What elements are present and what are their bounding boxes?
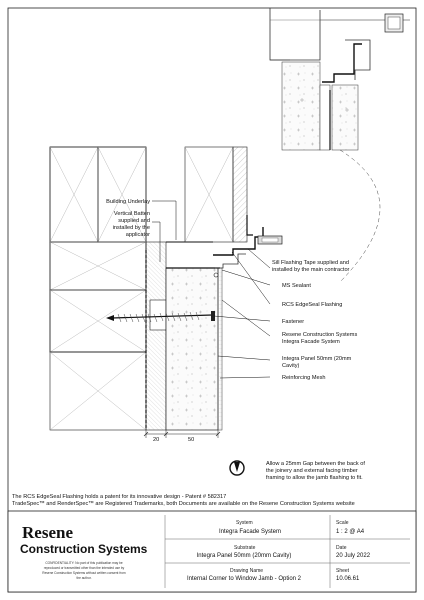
- cavity-and-batten: [145, 241, 167, 431]
- detail-inset: [269, 8, 410, 283]
- scale-value: 1 : 2 @ A4: [336, 529, 365, 535]
- gap-note-line-2: the joinery and external facing timber: [266, 468, 358, 474]
- resene-logo: Resene Construction Systems: [20, 523, 148, 556]
- title-block: Resene Construction Systems CONFIDENTIAL…: [7, 510, 417, 593]
- callout-ms-sealant: MS Sealant: [282, 283, 311, 289]
- gap-note-line-3: framing to allow the jamb flashing to fi…: [266, 475, 363, 481]
- sheet-label: Sheet: [336, 568, 350, 574]
- gap-note-line-1: Allow a 25mm Gap between the back of: [266, 461, 365, 467]
- callout-vertical-batten-2: supplied and: [118, 218, 150, 224]
- scale-label: Scale: [336, 520, 349, 526]
- callout-sill-tape-1: Sill Flashing Tape supplied and: [272, 260, 349, 266]
- fastener-screw: [106, 311, 215, 323]
- callout-building-underlay: Building Underlay: [106, 199, 150, 205]
- confidentiality-2: reproduced or transmitted other than the…: [44, 566, 125, 570]
- callout-fastener: Fastener: [282, 319, 304, 325]
- system-value: Integra Facade System: [219, 529, 281, 535]
- date-value: 20 July 2022: [336, 553, 371, 559]
- brand-tagline: Construction Systems: [20, 542, 148, 556]
- system-label: System: [236, 520, 253, 526]
- callout-integra-panel-1: Integra Panel 50mm (20mm: [282, 356, 352, 362]
- gap-note: Allow a 25mm Gap between the back of the…: [229, 460, 365, 481]
- right-callouts: Sill Flashing Tape supplied and installe…: [272, 260, 357, 381]
- callout-vertical-batten-3: installed by the: [113, 225, 150, 231]
- brand-name: Resene: [22, 523, 73, 542]
- leader-lines: [152, 200, 271, 379]
- substrate-value: Integra Panel 50mm (20mm Cavity): [197, 553, 292, 559]
- date-label: Date: [336, 545, 347, 551]
- integra-panel: [165, 267, 223, 431]
- callout-edgeseal: RCS EdgeSeal Flashing: [282, 302, 342, 308]
- callout-vertical-batten-1: Vertical Batten: [114, 211, 150, 217]
- substrate-label: Substrate: [234, 545, 256, 551]
- callout-integra-system-1: Resene Construction Systems: [282, 332, 357, 338]
- inset-boundary: [269, 8, 321, 61]
- drawing-name-label: Drawing Name: [230, 568, 263, 574]
- dim-panel: 50: [188, 437, 194, 443]
- callout-integra-system-2: Integra Facade System: [282, 339, 340, 345]
- callout-vertical-batten-4: applicator: [126, 232, 150, 238]
- inset-callout-arc: [339, 149, 381, 283]
- confidentiality-3: Resene Construction Systems without writ…: [42, 571, 126, 575]
- left-callouts: Building Underlay Vertical Batten suppli…: [106, 199, 150, 238]
- dim-cavity: 20: [153, 437, 159, 443]
- callout-reinforcing-mesh: Reinforcing Mesh: [282, 375, 326, 381]
- sheet-value: 10.06.61: [336, 576, 360, 582]
- footnote-trademarks: TradeSpec™ and RenderSpec™ are Registere…: [12, 501, 355, 507]
- callout-integra-panel-2: Cavity): [282, 363, 300, 369]
- drawing-name-value: Internal Corner to Window Jamb - Option …: [187, 576, 302, 582]
- footnote-patent: The RCS EdgeSeal Flashing holds a patent…: [12, 494, 226, 500]
- confidentiality-4: the author.: [76, 576, 91, 580]
- callout-sill-tape-2: installed by the main contractor: [272, 267, 350, 273]
- window-jamb-assembly: [166, 215, 283, 278]
- confidentiality-1: CONFIDENTIALITY: No part of this publica…: [45, 561, 122, 565]
- dimension-lines: 20 50: [143, 430, 221, 443]
